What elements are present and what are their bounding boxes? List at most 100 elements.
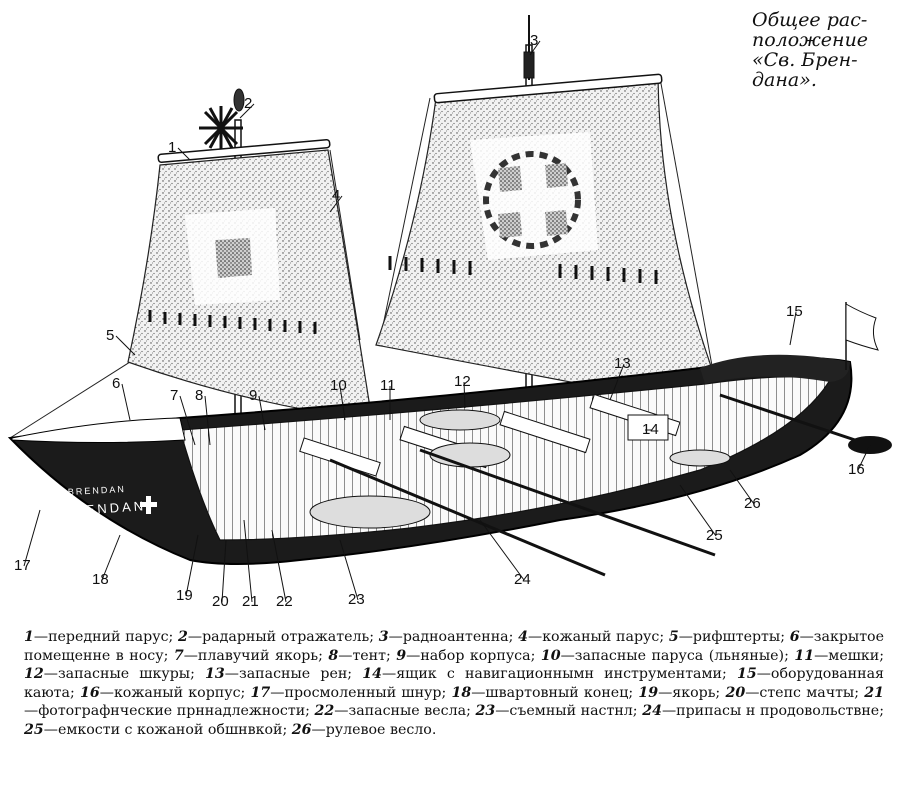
legend-item-number: 18 [451, 684, 472, 701]
stern-flag [845, 302, 879, 370]
legend-item-number: 9 [396, 647, 407, 664]
figure-title-line: Общее рас- [752, 9, 868, 31]
callout-leader-2 [239, 103, 255, 119]
callout-number-12: 12 [454, 373, 471, 390]
callout-leader-6 [121, 383, 131, 421]
callout-number-25: 25 [706, 527, 723, 544]
callout-number-9: 9 [249, 387, 257, 404]
callout-number-7: 7 [170, 387, 178, 404]
legend-item: 16—кожаный корпус; [80, 685, 251, 701]
callout-number-24: 24 [514, 571, 531, 588]
callout-leader-20 [221, 539, 227, 603]
figure-title-line: дана». [752, 69, 817, 91]
legend-item-text: —запасные рен; [224, 666, 363, 683]
legend-item: 24—припасы н продовольствне; [642, 703, 884, 719]
legend-item: 3—радноантенна; [379, 629, 518, 645]
callout-leader-3 [529, 40, 541, 56]
callout-number-2: 2 [244, 95, 252, 112]
callout-leader-22 [271, 529, 287, 603]
legend-item-text: —съемный настнл; [495, 703, 643, 720]
legend-item-text: —ящик с навигационнымн инструментами; [382, 666, 737, 683]
legend-item: 26—рулевое весло. [292, 722, 437, 738]
legend-item-text: —радарный отражатель; [187, 629, 379, 645]
callout-leader-5 [115, 335, 136, 356]
legend-item: 13—запасные рен; [205, 666, 362, 682]
callout-leader-18 [101, 534, 121, 581]
legend-item-number: 25 [24, 721, 44, 738]
callout-leader-1 [177, 147, 191, 161]
legend-item-text: —емкости с кожаной обшнвкой; [43, 721, 292, 738]
legend-item-text: —кожаный парус; [528, 629, 669, 645]
legend-item-number: 12 [24, 666, 44, 683]
callout-number-15: 15 [786, 303, 803, 320]
figure-title-line: «Св. Брен- [752, 49, 858, 71]
legend-item-number: 8 [328, 647, 339, 664]
figure-title: Общее рас- положение «Св. Брен- дана». [752, 10, 892, 90]
callout-leader-21 [243, 519, 253, 603]
callout-number-6: 6 [112, 375, 120, 392]
callout-number-16: 16 [848, 461, 865, 478]
legend-item-text: —припасы н продовольствне; [661, 703, 884, 720]
legend-item-text: —передний парус; [33, 629, 179, 645]
callout-number-23: 23 [348, 591, 365, 608]
callout-leader-7 [179, 395, 196, 446]
legend-item-number: 2 [178, 629, 188, 645]
legend-item-text: —тент; [338, 647, 397, 664]
callout-number-3: 3 [530, 32, 538, 49]
legend-item-number: 14 [362, 666, 382, 683]
legend-item-number: 4 [518, 629, 528, 645]
legend-item-number: 15 [736, 666, 757, 683]
callout-number-13: 13 [614, 355, 631, 372]
legend-item-text: —запасные паруса (льняные); [560, 647, 795, 664]
legend-item: 15—оборудованная каюта; [24, 666, 884, 701]
figure-title-line: положение [752, 29, 869, 51]
hull [7, 354, 892, 577]
fore-sail [127, 139, 373, 421]
legend-item: 8—тент; [328, 648, 396, 664]
legend-item: 14—ящик с навигационнымн инструментами; [362, 666, 737, 682]
callout-leader-8 [204, 395, 211, 446]
legend-item-text: —швартовный конец; [471, 684, 639, 701]
legend-item: 9—набор корпуса; [396, 648, 541, 664]
legend-item-text: —закрытое помещенне в носу; [24, 629, 884, 664]
callout-leader-4 [329, 195, 343, 213]
callout-leader-15 [789, 311, 797, 346]
legend-item: 10—запасные паруса (льняные); [541, 648, 794, 664]
callout-leader-13 [609, 363, 625, 401]
callout-leader-23 [339, 539, 359, 601]
legend-item: 20—степс мачты; [725, 685, 864, 701]
callout-number-14: 14 [642, 421, 659, 438]
legend-item: 11—мешки; [794, 648, 884, 664]
legend-item-number: 13 [205, 666, 225, 683]
legend-item-text: —набор корпуса; [406, 647, 541, 664]
callout-leader-9 [258, 395, 266, 431]
legend-item: 5—рифштерты; [669, 629, 790, 645]
legend-item: 2—радарный отражатель; [178, 629, 379, 645]
callout-leader-16 [857, 444, 871, 471]
callout-number-8: 8 [195, 387, 203, 404]
callout-number-1: 1 [168, 139, 176, 156]
callout-leader-19 [185, 534, 199, 597]
callout-number-4: 4 [332, 187, 340, 204]
legend-item: 21—фотографнческие прннадлежности; [24, 685, 884, 720]
legend-item-number: 16 [80, 684, 100, 701]
legend-item: 23—съемный настнл; [475, 703, 642, 719]
legend-item-number: 20 [725, 684, 746, 701]
legend-item-text: —плавучий якорь; [183, 647, 329, 664]
callout-number-19: 19 [176, 587, 193, 604]
legend-item: 22—запасные весла; [315, 703, 476, 719]
legend-item-number: 11 [794, 647, 815, 664]
callout-number-18: 18 [92, 571, 109, 588]
legend-item-number: 26 [291, 721, 312, 738]
legend-item: 19—якорь; [638, 685, 725, 701]
legend-item-text: —мешки; [814, 647, 885, 664]
cross-emblem-icon [140, 496, 157, 514]
legend-item-number: 5 [668, 629, 679, 645]
legend-item-number: 3 [378, 629, 389, 645]
callout-number-22: 22 [276, 593, 293, 610]
figure-legend: 1—передний парус; 2—радарный отражатель;… [24, 628, 884, 740]
legend-item: 25—емкости с кожаной обшнвкой; [24, 722, 292, 738]
boat-drawing: BRENDAN BRENDAN 123456789101112131415161… [7, 15, 892, 610]
